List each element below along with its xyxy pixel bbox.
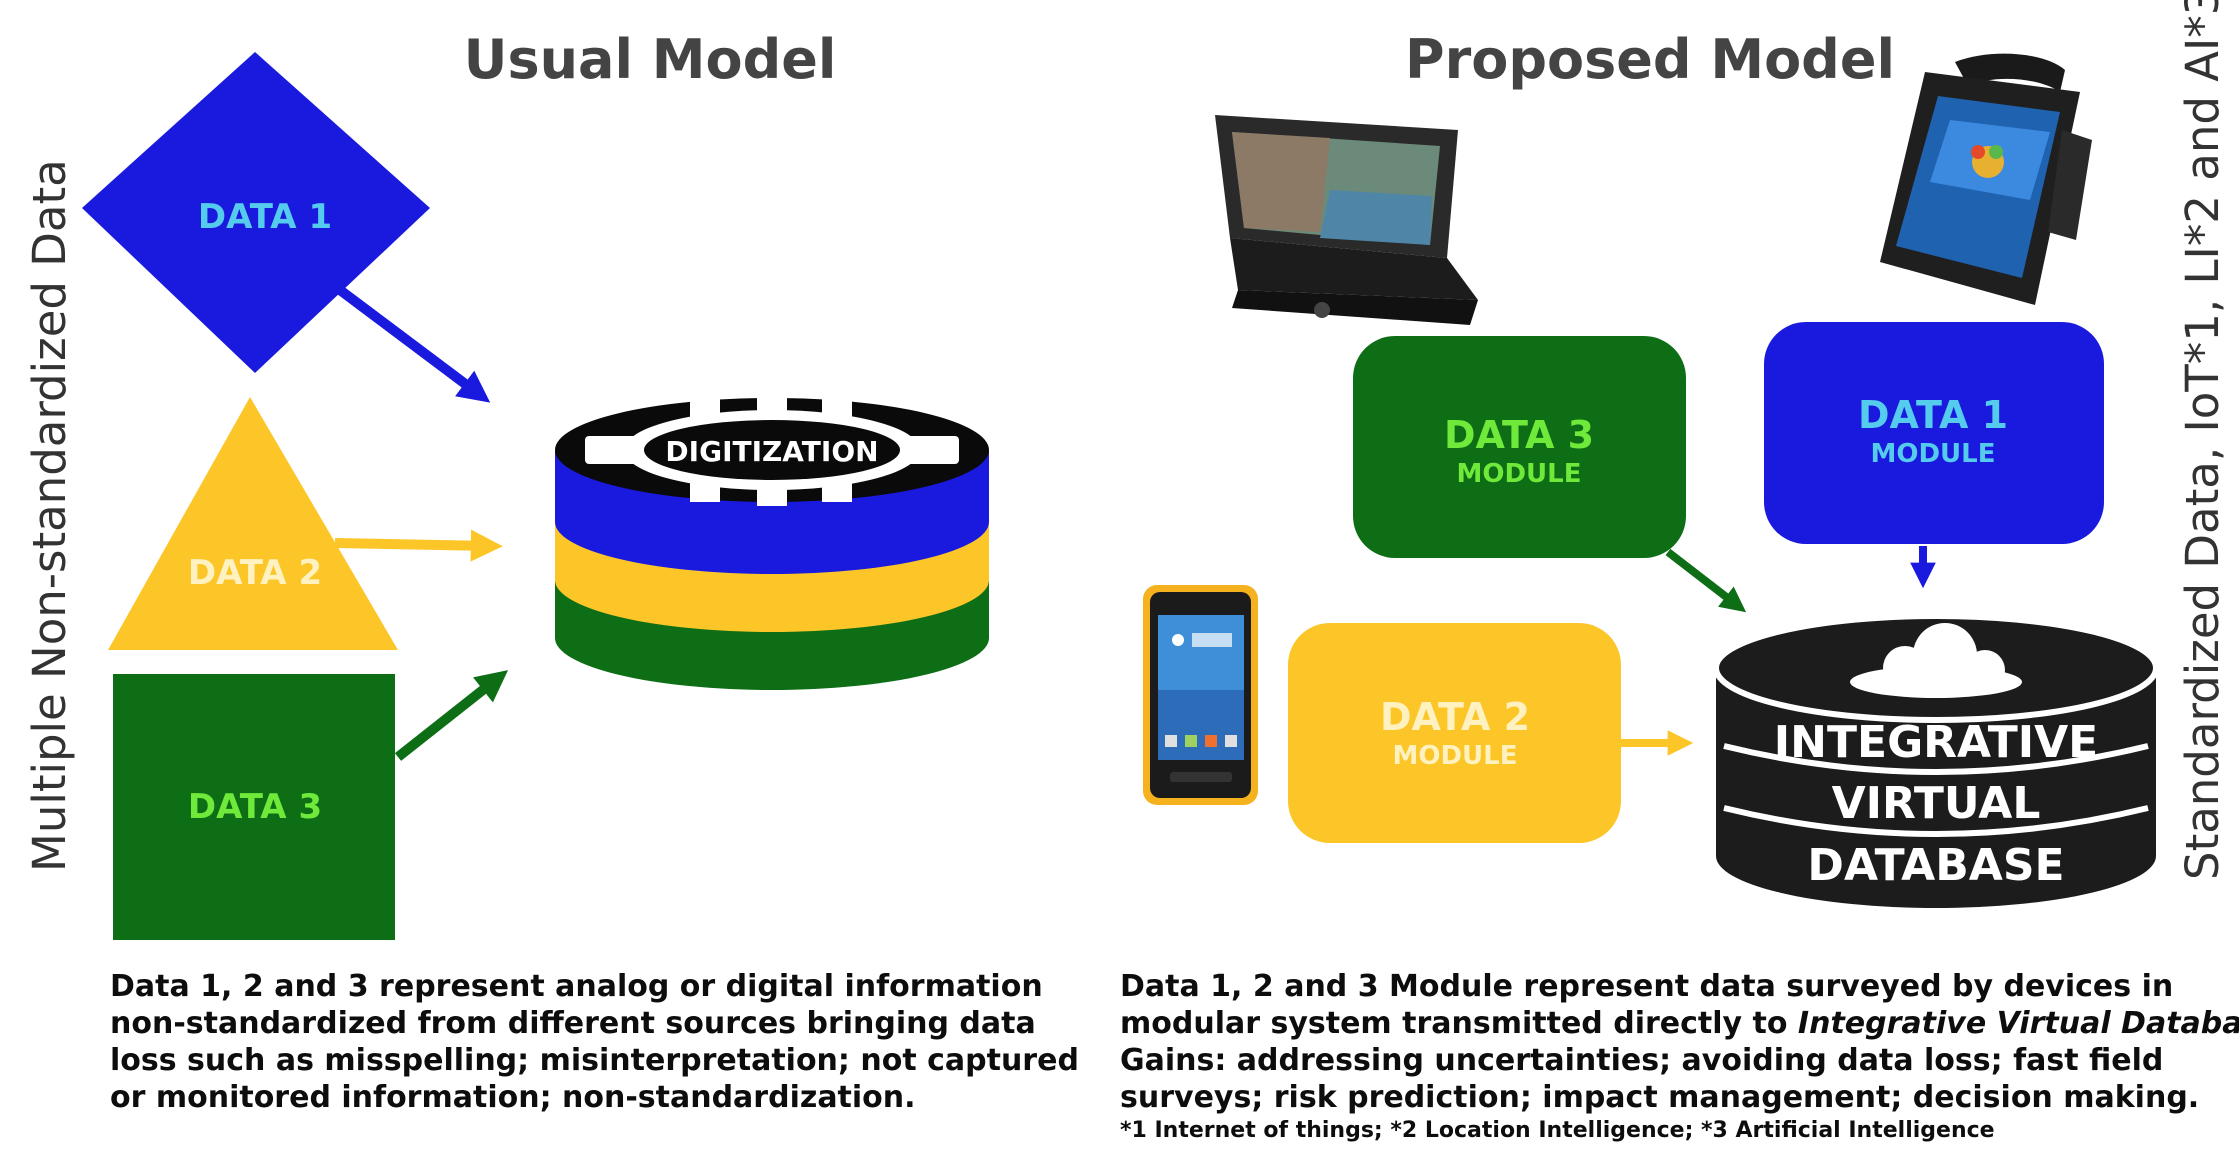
proposed-model-title: Proposed Model: [1405, 28, 1895, 91]
data2-module-title: DATA 2: [1380, 695, 1530, 739]
data3-module-box: [1353, 336, 1686, 558]
data2-module-subtitle: MODULE: [1393, 741, 1518, 771]
usual-description-line-4: or monitored information; non-standardiz…: [110, 1080, 916, 1115]
data3-module-subtitle: MODULE: [1457, 459, 1582, 489]
usual-description-line-3: loss such as misspelling; misinterpretat…: [110, 1043, 1079, 1078]
usual-description-line-1: Data 1, 2 and 3 represent analog or digi…: [110, 969, 1043, 1004]
data1-arrow: [337, 286, 491, 403]
standardized-side-label: Standardized Data, IoT*1, LI*2 and AI*3: [2176, 0, 2229, 880]
integrative-virtual-database: INTEGRATIVE VIRTUAL DATABASE: [1713, 613, 2159, 908]
cloud-icon: [1850, 623, 2022, 698]
usual-model-title: Usual Model: [464, 28, 837, 91]
digitization-label: DIGITIZATION: [665, 435, 878, 468]
data3-module-arrow: [1665, 548, 1747, 613]
proposed-model-description: Data 1, 2 and 3 Module represent data su…: [1120, 968, 2239, 1116]
data1-module-title: DATA 1: [1858, 393, 2008, 437]
proposed-description-line-2: modular system transmitted directly to I…: [1120, 1005, 2239, 1042]
gear-icon: [585, 394, 959, 506]
data1-module-subtitle: MODULE: [1871, 439, 1996, 469]
data1-module-box: [1764, 322, 2104, 544]
database-line-3: DATABASE: [1807, 840, 2064, 891]
non-standardized-side-label: Multiple Non-standardized Data: [23, 159, 76, 872]
usual-description-line-2: non-standardized from different sources …: [110, 1006, 1036, 1041]
tablet-device: [1880, 53, 2092, 305]
database-line-1: INTEGRATIVE: [1774, 717, 2098, 768]
proposed-description-emphasis: Integrative Virtual Database: [1797, 1006, 2239, 1041]
digitization-cylinder: DIGITIZATION: [555, 394, 989, 690]
proposed-description-line-3: Gains: addressing uncertainties; avoidin…: [1120, 1043, 2164, 1078]
footnote: *1 Internet of things; *2 Location Intel…: [1120, 1118, 1995, 1143]
data2-module-box: [1288, 623, 1621, 843]
data1-label: DATA 1: [198, 197, 332, 237]
laptop-device: [1215, 115, 1478, 325]
data3-module-title: DATA 3: [1444, 413, 1594, 457]
usual-model-description: Data 1, 2 and 3 represent analog or digi…: [110, 968, 1079, 1116]
database-line-2: VIRTUAL: [1832, 778, 2041, 829]
data2-label: DATA 2: [188, 553, 322, 593]
data3-square: [113, 674, 395, 940]
proposed-description-line-4: surveys; risk prediction; impact managem…: [1120, 1080, 2200, 1115]
phone-device: [1143, 585, 1258, 805]
proposed-description-line-1: Data 1, 2 and 3 Module represent data su…: [1120, 969, 2174, 1004]
data2-arrow: [334, 529, 503, 562]
data3-arrow: [394, 670, 509, 761]
data3-label: DATA 3: [188, 787, 322, 827]
proposed-description-line-2-prefix: modular system transmitted directly to: [1120, 1006, 1798, 1041]
data2-triangle: [108, 397, 398, 650]
data1-diamond: [82, 52, 430, 373]
